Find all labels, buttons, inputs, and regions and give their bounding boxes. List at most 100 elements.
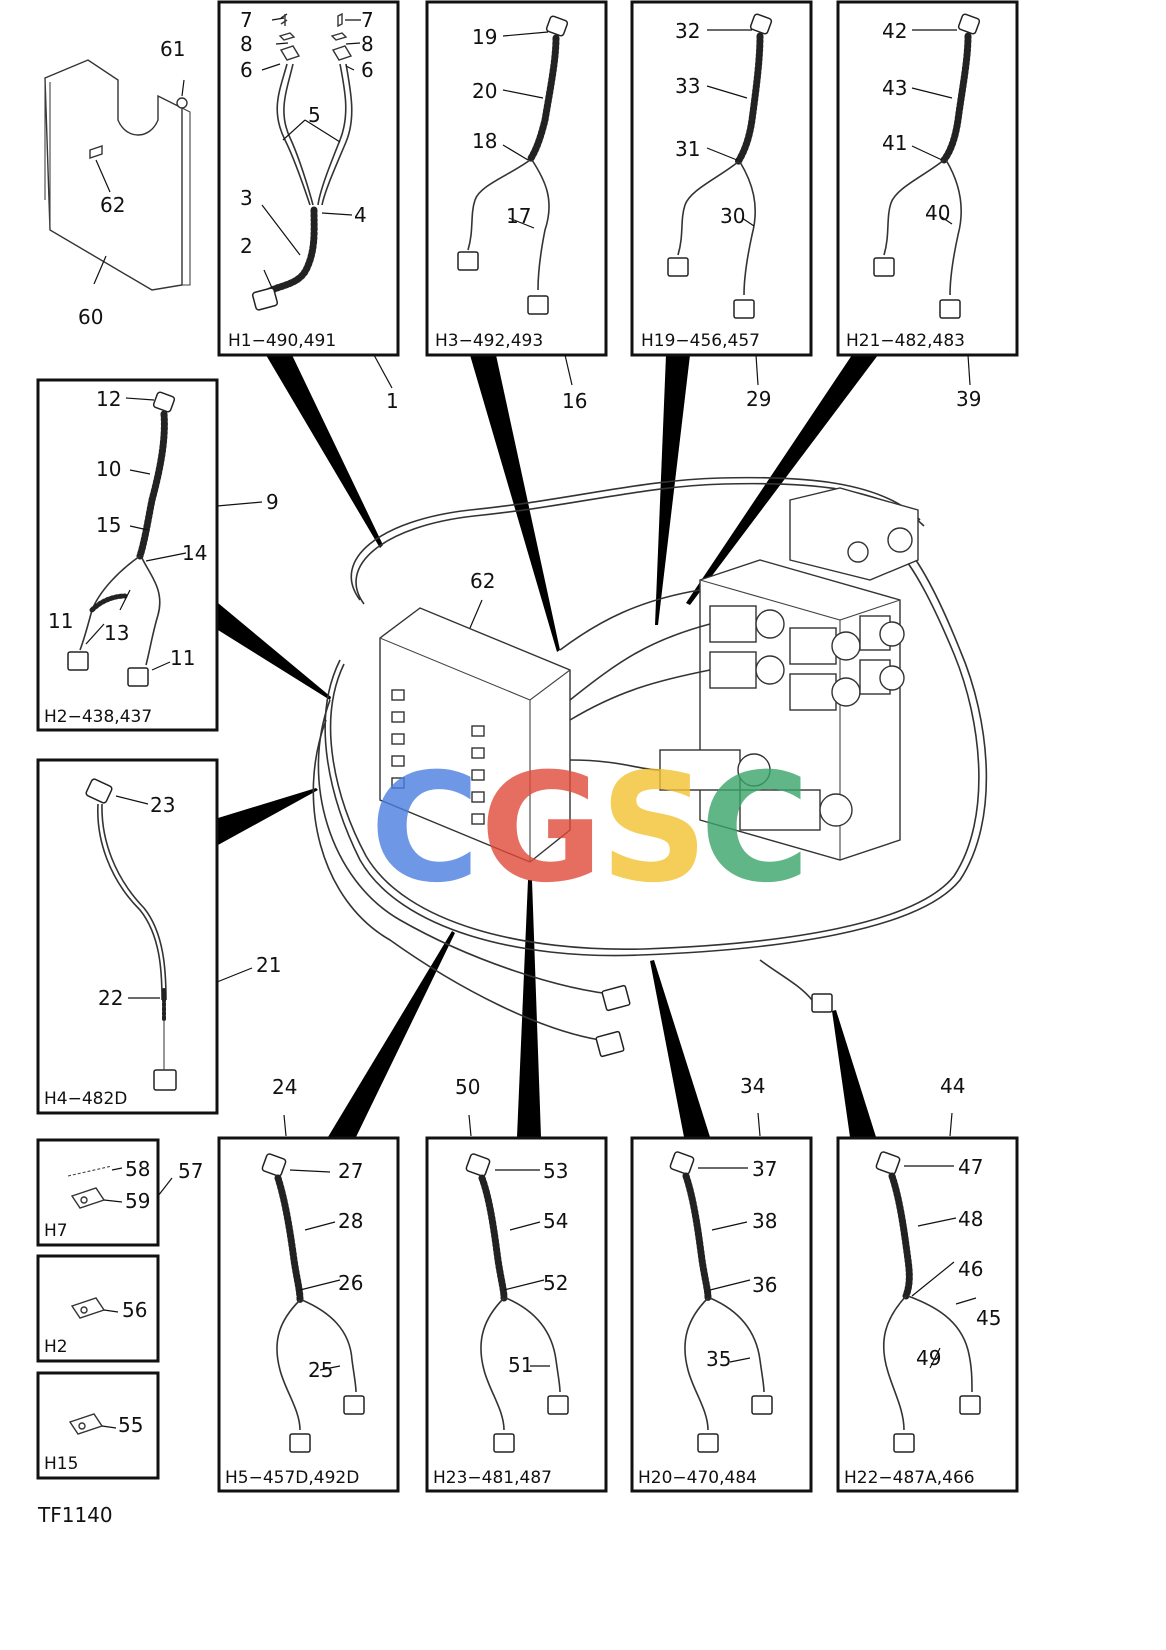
h20-harness-drawing: 37 38 36 35 (669, 1151, 777, 1453)
h3-harness-drawing: 19 20 18 17 (457, 15, 569, 315)
callout-callouts-h1-0: 7 (240, 8, 253, 32)
ref-h23: 50 (455, 1075, 480, 1099)
panel-h19-frame (630, 0, 813, 357)
callout-callouts-small-1: 59 (125, 1189, 150, 1213)
callout-callouts-h2-3: 14 (182, 541, 207, 565)
svg-text:S: S (600, 742, 708, 916)
callout-callouts-h22-1: 48 (958, 1207, 983, 1231)
callout-callouts-plate-2: 60 (78, 305, 103, 329)
callout-callouts-h2-0: 12 (96, 387, 121, 411)
callout-callouts-h22-3: 45 (976, 1306, 1001, 1330)
callout-callouts-h3-3: 17 (506, 204, 531, 228)
callout-callouts-h5-2: 26 (338, 1271, 363, 1295)
caption-h22: H22−487A,466 (844, 1468, 975, 1488)
h19-harness-drawing: 32 33 31 30 (667, 13, 773, 319)
callout-callouts-h23-1: 54 (543, 1209, 568, 1233)
callout-callouts-h20-3: 35 (706, 1347, 731, 1371)
callout-callouts-h1-9: 2 (240, 234, 253, 258)
h1-harness-drawing: 7 7 8 8 6 6 5 3 4 2 (240, 8, 374, 311)
caption-h21: H21−482,483 (846, 331, 965, 351)
solenoid-coils (659, 605, 905, 831)
panel-h2s-frame (36, 1254, 160, 1363)
callout-callouts-small-3: 56 (122, 1298, 147, 1322)
caption-h4: H4−482D (44, 1089, 127, 1109)
callout-callouts-plate-0: 61 (160, 37, 185, 61)
control-box-terminals (391, 689, 485, 825)
callout-callouts-h2-1: 10 (96, 457, 121, 481)
panel-h23-frame (425, 1136, 608, 1493)
caption-h2: H2−438,437 (44, 707, 152, 727)
ref-h5: 24 (272, 1075, 297, 1099)
ref-h21: 39 (956, 387, 981, 411)
callout-callouts-h1-8: 4 (354, 203, 367, 227)
callout-callouts-h19-1: 33 (675, 74, 700, 98)
callout-callouts-h4-1: 22 (98, 986, 123, 1010)
ref-h19: 29 (746, 387, 771, 411)
callout-callouts-plate-1: 62 (100, 193, 125, 217)
h21-harness-drawing: 42 43 41 40 (873, 13, 981, 319)
callout-callouts-h1-7: 3 (240, 186, 253, 210)
callout-callouts-small-2: 57 (178, 1159, 203, 1183)
ref-h3: 16 (562, 389, 587, 413)
panel-h21-frame (836, 0, 1019, 357)
caption-h2-small: H2 (44, 1337, 68, 1357)
h2-harness-drawing: 12 10 15 14 11 13 11 (48, 387, 207, 687)
callout-callouts-h21-0: 42 (882, 19, 907, 43)
panel-h20-frame (630, 1136, 813, 1493)
callout-callouts-h19-2: 31 (675, 137, 700, 161)
panel-h15s-frame (36, 1371, 160, 1480)
ref-h4: 21 (256, 953, 281, 977)
figure-id: TF1140 (37, 1503, 113, 1527)
callout-callouts-h20-0: 37 (752, 1157, 777, 1181)
caption-h7: H7 (44, 1221, 68, 1241)
callout-callouts-h19-0: 32 (675, 19, 700, 43)
h23-harness-drawing: 53 54 52 51 (465, 1153, 569, 1453)
panel-h7s-frame (36, 1138, 160, 1247)
ref-h22: 44 (940, 1074, 965, 1098)
h4-harness-drawing: 23 22 (85, 778, 177, 1091)
callout-callouts-h5-1: 28 (338, 1209, 363, 1233)
caption-h19: H19−456,457 (641, 331, 760, 351)
panel-h4-frame (36, 758, 219, 1115)
callout-callouts-h23-2: 52 (543, 1271, 568, 1295)
callout-callouts-small-4: 55 (118, 1413, 143, 1437)
panel-captions: H1−490,491 H3−492,493 H19−456,457 H21−48… (44, 331, 975, 1488)
panel-h3-frame (425, 0, 608, 357)
ref-h2: 9 (266, 490, 279, 514)
ref-h1: 1 (386, 389, 399, 413)
svg-text:C: C (370, 742, 480, 916)
callout-callouts-h1-4: 6 (240, 58, 253, 82)
callout-callouts-h2-5: 13 (104, 621, 129, 645)
panel-refs: 1 16 29 39 9 21 24 50 34 44 (216, 354, 981, 1137)
caption-h1: H1−490,491 (228, 331, 336, 351)
callout-callouts-h22-2: 46 (958, 1257, 983, 1281)
callout-callouts-h3-0: 19 (472, 25, 497, 49)
caption-h20: H20−470,484 (638, 1468, 757, 1488)
callout-callouts-h3-2: 18 (472, 129, 497, 153)
callout-callouts-h3-1: 20 (472, 79, 497, 103)
callout-callouts-h1-6: 5 (308, 103, 321, 127)
callout-callouts-h5-3: 25 (308, 1358, 333, 1382)
callout-callouts-h23-3: 51 (508, 1353, 533, 1377)
callout-callouts-h2-4: 11 (48, 609, 73, 633)
callout-callouts-h19-3: 30 (720, 204, 745, 228)
svg-text:G: G (480, 742, 603, 916)
callout-callouts-h1-3: 8 (361, 32, 374, 56)
callout-callouts-h2-6: 11 (170, 646, 195, 670)
callout-callouts-h22-4: 49 (916, 1346, 941, 1370)
panel-h22-frame (836, 1136, 1019, 1493)
callout-callouts-h23-0: 53 (543, 1159, 568, 1183)
callout-callouts-h2-2: 15 (96, 513, 121, 537)
callout-callouts-h21-2: 41 (882, 131, 907, 155)
small-parts-drawing: 58 59 57 56 55 (67, 1157, 203, 1437)
callout-callouts-h20-2: 36 (752, 1273, 777, 1297)
pointer-wedges (218, 355, 878, 1137)
panel-h2-frame (36, 378, 219, 732)
callout-callouts-h5-0: 27 (338, 1159, 363, 1183)
caption-h23: H23−481,487 (433, 1468, 552, 1488)
h22-harness-drawing: 47 48 46 45 49 (875, 1151, 1001, 1453)
ref-h20: 34 (740, 1074, 765, 1098)
panel-h1-frame (217, 0, 400, 357)
